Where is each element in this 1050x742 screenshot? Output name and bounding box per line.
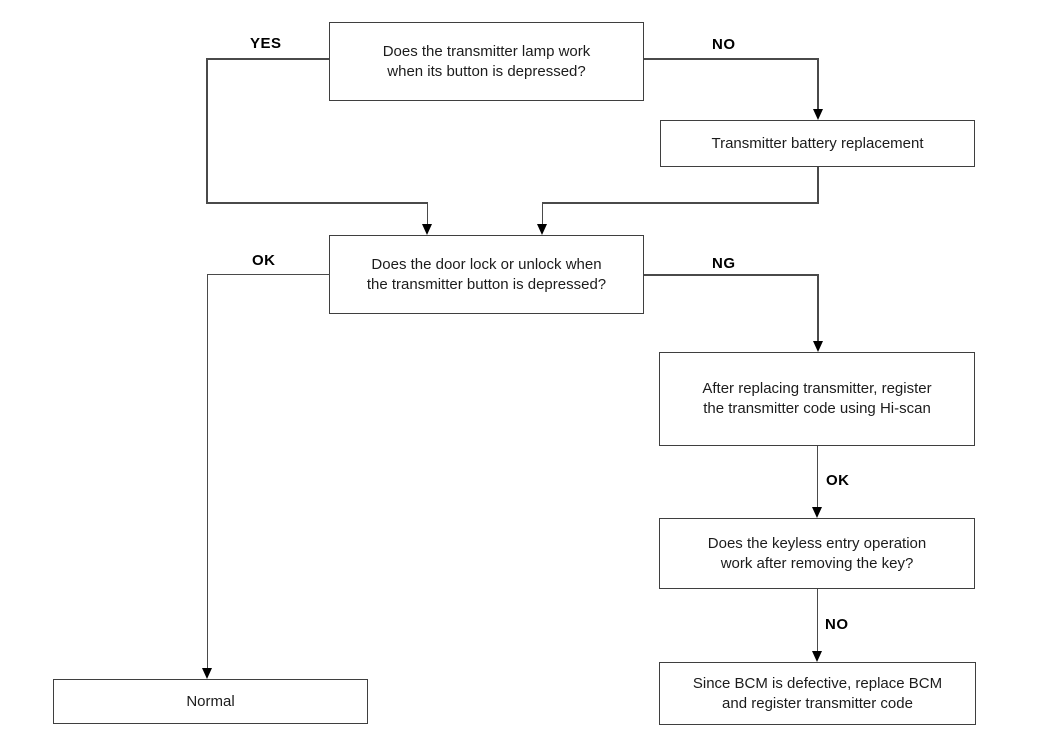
arrowhead-down-icon: [537, 224, 547, 235]
arrowhead-down-icon: [202, 668, 212, 679]
node-keyless-entry-question: Does the keyless entry operation work af…: [659, 518, 975, 589]
node-door-lock-question: Does the door lock or unlock when the tr…: [329, 235, 644, 314]
connector-yes-segment: [206, 202, 428, 204]
node-text-line: the transmitter code using Hi-scan: [703, 400, 931, 417]
connector-ng-segment: [817, 274, 819, 341]
node-text-line: Does the door lock or unlock when: [371, 255, 602, 273]
arrowhead-down-icon: [812, 507, 822, 518]
connector-battery-segment: [817, 167, 819, 203]
node-text-line: Since BCM is defective, replace BCM: [692, 674, 943, 692]
connector-battery-segment: [541, 202, 819, 204]
connector-yes-segment: [206, 58, 329, 60]
node-text-line: Transmitter battery replacement: [711, 134, 924, 152]
node-replace-bcm: Since BCM is defective, replace BCM and …: [659, 662, 976, 725]
edge-label-ok: OK: [826, 472, 850, 489]
arrowhead-down-icon: [422, 224, 432, 235]
node-battery-replacement: Transmitter battery replacement: [660, 120, 975, 167]
connector-ok-segment: [206, 273, 330, 275]
connector-ok-segment: [206, 273, 208, 669]
edge-label-yes: YES: [250, 35, 282, 52]
connector-ng-segment: [644, 274, 818, 276]
node-text-line: the transmitter button is depressed?: [366, 275, 607, 293]
node-text-line: After replacing transmitter, register: [702, 380, 932, 397]
connector-battery-segment: [541, 202, 543, 225]
arrowhead-down-icon: [812, 651, 822, 662]
node-text-line: and register transmitter code: [722, 694, 913, 712]
connector-yes-segment: [206, 58, 208, 203]
edge-label-ng: NG: [712, 255, 736, 272]
node-text-line: when its button is depressed?: [387, 62, 586, 80]
arrowhead-down-icon: [812, 109, 823, 120]
node-text-line: work after removing the key?: [720, 554, 914, 572]
arrowhead-down-icon: [812, 341, 823, 352]
node-text-line: Does the transmitter lamp work: [382, 42, 591, 60]
connector-keyless-no-segment: [816, 589, 818, 651]
node-transmitter-lamp-question: Does the transmitter lamp work when its …: [329, 22, 644, 101]
node-text-line: Does the keyless entry operation: [707, 534, 927, 552]
connector-no-segment: [817, 58, 819, 110]
node-normal-result: Normal: [53, 679, 368, 724]
node-text-line: Normal: [186, 692, 235, 710]
edge-label-no: NO: [825, 616, 849, 633]
connector-yes-segment: [426, 202, 428, 225]
node-register-transmitter-code: After replacing transmitter, register th…: [659, 352, 975, 446]
edge-label-ok: OK: [252, 252, 276, 269]
connector-register-ok-segment: [816, 446, 818, 507]
edge-label-no: NO: [712, 36, 736, 53]
connector-no-segment: [644, 58, 818, 60]
